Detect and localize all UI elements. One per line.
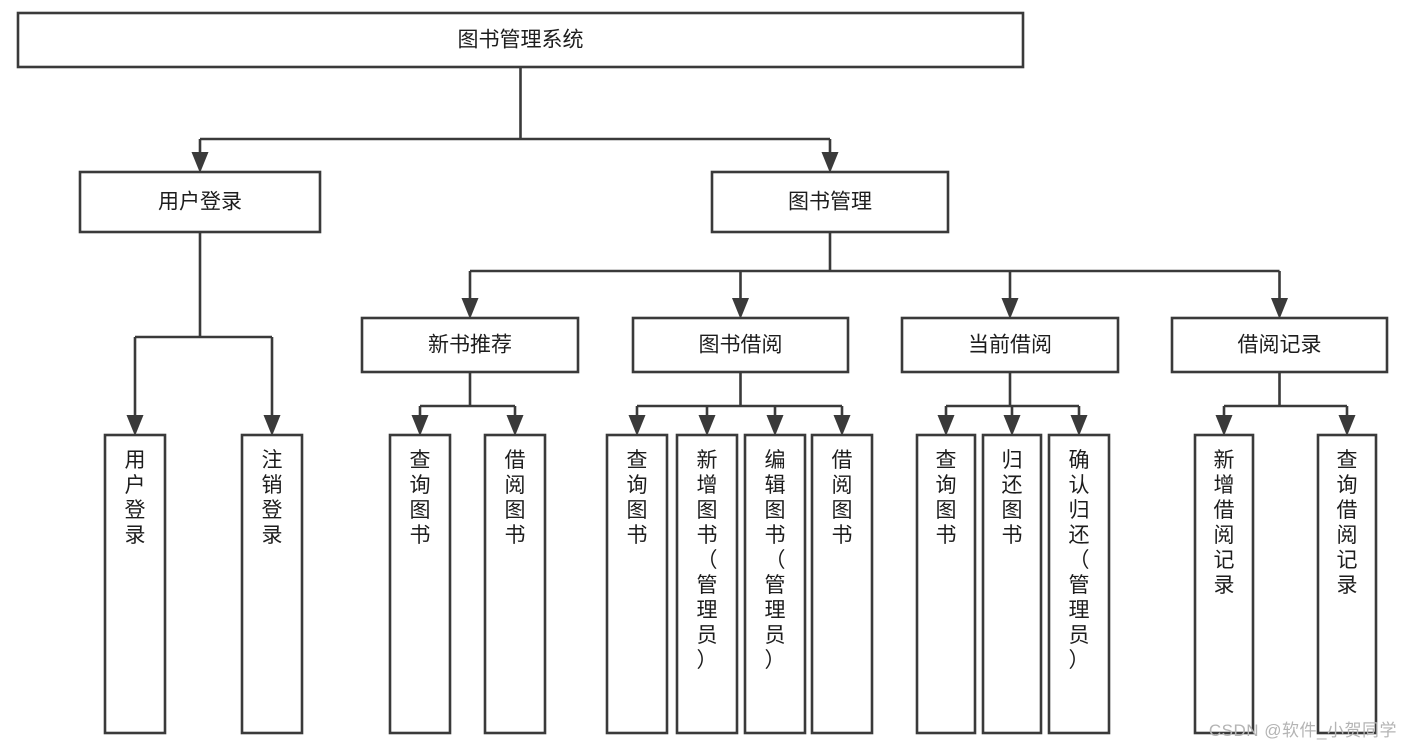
arrow-head [1271,298,1288,319]
node-leaf-user-login[interactable]: 用户登录 [103,433,167,735]
arrow-head [506,415,524,436]
node-box[interactable] [710,170,950,234]
node-leaf-confirm-return[interactable]: 确认归还（管理员） [1047,433,1111,735]
connector-group-borrow-records [1215,372,1356,436]
node-box[interactable] [915,433,977,735]
arrow-head [461,298,479,319]
node-label: 借阅图书 [505,449,526,547]
node-label: 用户登录 [158,191,242,214]
node-box[interactable] [16,11,1025,69]
arrow-head [732,298,749,319]
node-root[interactable]: 图书管理系统 [16,11,1025,69]
node-box[interactable] [631,316,850,374]
node-leaf-query-book-cb[interactable]: 查询图书 [915,433,977,735]
node-leaf-borrow-book-nb[interactable]: 借阅图书 [483,433,547,735]
node-box[interactable] [360,316,580,374]
node-label: 查询图书 [936,449,957,547]
node-label: 图书借阅 [699,334,783,357]
node-leaf-return-book[interactable]: 归还图书 [981,433,1043,735]
node-label: 图书管理系统 [458,29,584,52]
node-label: 查询图书 [627,449,648,547]
node-box[interactable] [1193,433,1255,735]
node-label: 查询借阅记录 [1337,449,1358,597]
arrow-head [1003,415,1021,436]
connector-group-new-book-recommend [411,372,524,436]
node-layer: 图书管理系统用户登录图书管理新书推荐图书借阅当前借阅借阅记录用户登录注销登录查询… [16,11,1389,735]
node-label: 注销登录 [262,449,283,547]
node-box[interactable] [810,433,874,735]
node-label: 新增图书（管理员） [697,449,718,672]
node-box[interactable] [483,433,547,735]
connector-group-root [191,67,839,173]
node-leaf-borrow-book-bb[interactable]: 借阅图书 [810,433,874,735]
node-label: 借阅图书 [832,449,853,547]
connector-group-book-management [461,232,1288,319]
node-leaf-query-record[interactable]: 查询借阅记录 [1316,433,1378,735]
arrow-head [628,415,646,436]
node-label: 新书推荐 [428,334,512,357]
node-label: 用户登录 [125,449,146,547]
node-box[interactable] [675,433,739,735]
node-leaf-user-logout[interactable]: 注销登录 [240,433,304,735]
arrow-head [698,415,716,436]
node-leaf-query-book-nb[interactable]: 查询图书 [388,433,452,735]
node-label: 归还图书 [1002,449,1023,547]
node-label: 当前借阅 [968,334,1052,357]
node-leaf-add-book[interactable]: 新增图书（管理员） [675,433,739,735]
arrow-head [1070,415,1088,436]
node-leaf-edit-book[interactable]: 编辑图书（管理员） [743,433,807,735]
node-box[interactable] [1170,316,1389,374]
arrow-head [821,152,839,173]
arrow-head [126,415,144,436]
node-box[interactable] [1047,433,1111,735]
arrow-head [263,415,281,436]
node-label: 编辑图书（管理员） [765,449,786,672]
node-box[interactable] [1316,433,1378,735]
node-book-management[interactable]: 图书管理 [710,170,950,234]
node-borrow-records[interactable]: 借阅记录 [1170,316,1389,374]
node-new-book-recommend[interactable]: 新书推荐 [360,316,580,374]
node-user-login[interactable]: 用户登录 [78,170,322,234]
arrow-head [1215,415,1233,436]
node-label: 图书管理 [788,191,872,214]
node-label: 借阅记录 [1238,334,1322,357]
connector-layer [126,67,1356,436]
arrow-head [766,415,784,436]
node-box[interactable] [240,433,304,735]
connector-group-book-borrow [628,372,851,436]
node-book-borrow[interactable]: 图书借阅 [631,316,850,374]
node-box[interactable] [388,433,452,735]
arrow-head [1338,415,1356,436]
connector-group-current-borrow [937,372,1088,436]
node-box[interactable] [78,170,322,234]
node-label: 确认归还（管理员） [1069,449,1090,672]
node-box[interactable] [900,316,1120,374]
node-label: 新增借阅记录 [1214,449,1235,597]
node-current-borrow[interactable]: 当前借阅 [900,316,1120,374]
node-leaf-query-book-bb[interactable]: 查询图书 [605,433,669,735]
connector-group-user-login [126,232,281,436]
arrow-head [1001,298,1019,319]
arrow-head [191,152,209,173]
node-box[interactable] [103,433,167,735]
arrow-head [937,415,955,436]
node-label: 查询图书 [410,449,431,547]
node-leaf-add-record[interactable]: 新增借阅记录 [1193,433,1255,735]
node-box[interactable] [743,433,807,735]
node-box[interactable] [981,433,1043,735]
node-box[interactable] [605,433,669,735]
arrow-head [833,415,851,436]
arrow-head [411,415,429,436]
